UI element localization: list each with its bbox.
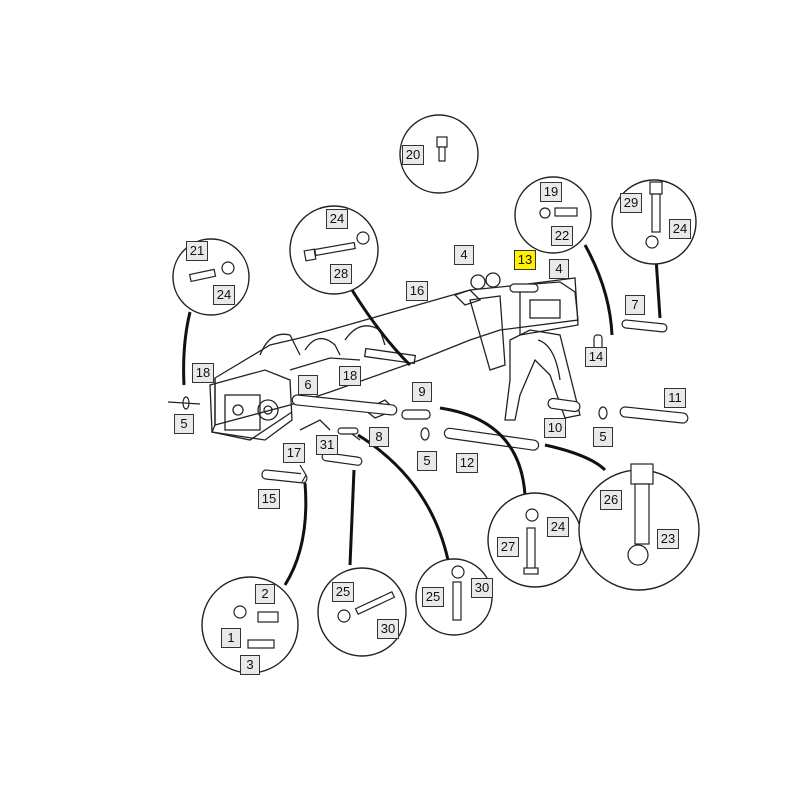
hardware-details	[188, 136, 663, 649]
callout-24-top-circle[interactable]: 24	[326, 209, 348, 229]
callout-5-right[interactable]: 5	[593, 427, 613, 447]
callout-31[interactable]: 31	[316, 435, 338, 455]
callout-24-right-circle[interactable]: 24	[669, 219, 691, 239]
callout-1[interactable]: 1	[221, 628, 241, 648]
callout-21[interactable]: 21	[186, 241, 208, 261]
callout-3[interactable]: 3	[240, 655, 260, 675]
callout-4-right[interactable]: 4	[549, 259, 569, 279]
callout-16[interactable]: 16	[406, 281, 428, 301]
callout-30-right[interactable]: 30	[471, 578, 493, 598]
callout-28[interactable]: 28	[330, 264, 352, 284]
callout-22[interactable]: 22	[551, 226, 573, 246]
callout-11[interactable]: 11	[664, 388, 686, 408]
callout-20[interactable]: 20	[402, 145, 424, 165]
callout-15[interactable]: 15	[258, 489, 280, 509]
callout-23[interactable]: 23	[657, 529, 679, 549]
callout-13-highlighted[interactable]: 13	[514, 250, 536, 270]
pin-7	[621, 319, 668, 333]
pin-10	[547, 397, 581, 413]
callout-26[interactable]: 26	[600, 490, 622, 510]
callout-27[interactable]: 27	[497, 537, 519, 557]
pin-8	[337, 427, 359, 435]
pin-9	[401, 409, 431, 420]
callout-17[interactable]: 17	[283, 443, 305, 463]
callout-29[interactable]: 29	[620, 193, 642, 213]
callout-18-center[interactable]: 18	[339, 366, 361, 386]
callout-8[interactable]: 8	[369, 427, 389, 447]
callout-19[interactable]: 19	[540, 182, 562, 202]
callout-18-left[interactable]: 18	[192, 363, 214, 383]
pin-6	[291, 394, 398, 416]
callout-24-left-circle[interactable]: 24	[213, 285, 235, 305]
boom-frame	[209, 272, 581, 441]
callout-14[interactable]: 14	[585, 347, 607, 367]
callout-7[interactable]: 7	[625, 295, 645, 315]
callout-12[interactable]: 12	[456, 453, 478, 473]
callout-6[interactable]: 6	[298, 375, 318, 395]
pin-11	[619, 406, 689, 424]
leader-lines	[182, 244, 662, 586]
callout-10[interactable]: 10	[544, 418, 566, 438]
pin-13	[509, 283, 539, 293]
callout-9[interactable]: 9	[412, 382, 432, 402]
callout-4-left[interactable]: 4	[454, 245, 474, 265]
pin-12	[443, 427, 540, 451]
pin-15	[261, 469, 308, 484]
pin-31	[321, 452, 363, 466]
callout-25-left[interactable]: 25	[332, 582, 354, 602]
callout-30-left[interactable]: 30	[377, 619, 399, 639]
callout-5-middle[interactable]: 5	[417, 451, 437, 471]
callout-2[interactable]: 2	[255, 584, 275, 604]
callout-5-left[interactable]: 5	[174, 414, 194, 434]
callout-25-right[interactable]: 25	[422, 587, 444, 607]
loose-pins	[167, 283, 689, 484]
callout-24-lower-circle[interactable]: 24	[547, 517, 569, 537]
